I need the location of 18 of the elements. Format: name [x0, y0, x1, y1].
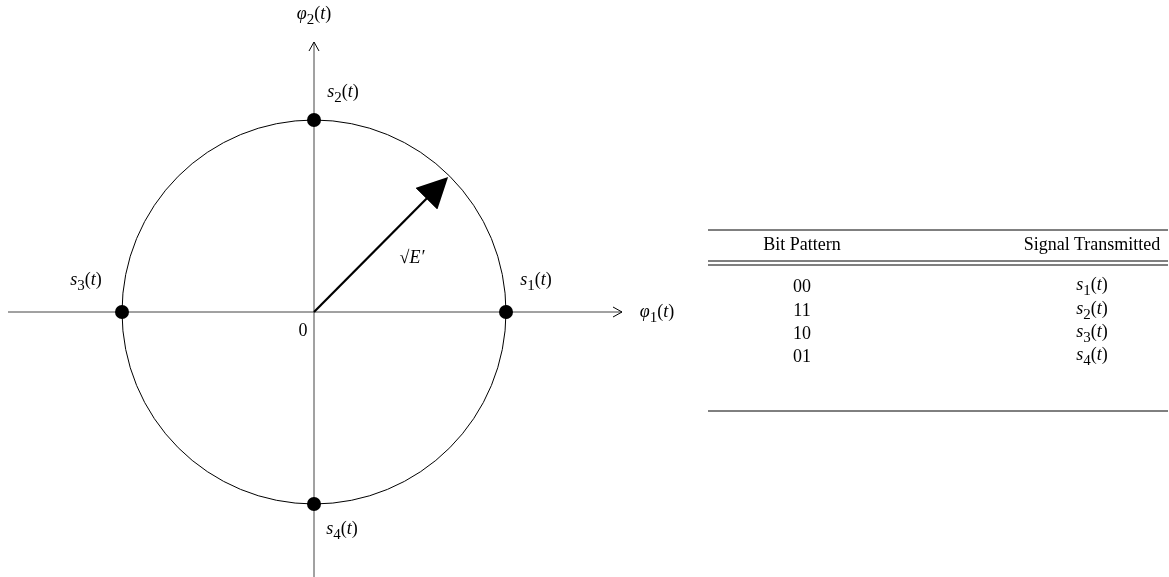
table-cell: s$_{2}$(t) [1076, 299, 1108, 323]
column-header: Signal Transmitted [1023, 235, 1161, 255]
point-label: s$_{2}$(t) [327, 82, 359, 106]
table-cell: s$_{3}$(t) [1076, 322, 1108, 346]
table-cell: 00 [793, 277, 811, 297]
origin-label: 0 [298, 321, 308, 341]
point-label: s$_{1}$(t) [520, 270, 552, 294]
table-cell: 10 [793, 324, 811, 344]
table-cell: 11 [793, 301, 811, 321]
point-label: s$_{3}$(t) [70, 270, 102, 294]
table-cell: 01 [793, 347, 811, 367]
column-header: Bit Pattern [763, 235, 841, 255]
axis-label: φ$_{1}$(t) [639, 302, 675, 326]
table-cell: s$_{4}$(t) [1076, 345, 1108, 369]
point-label: s$_{4}$(t) [326, 519, 358, 543]
table-cell: s$_{1}$(t) [1076, 275, 1108, 299]
magnitude-label: √E′ [399, 248, 425, 268]
axis-label: φ$_{2}$(t) [296, 4, 332, 28]
